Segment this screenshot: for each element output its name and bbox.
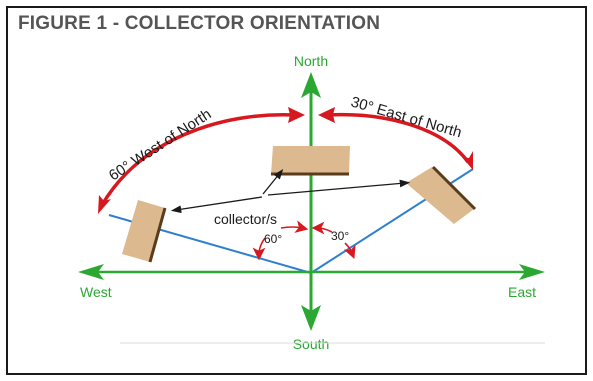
east-of-north-arc: [327, 112, 470, 164]
west-arc-head-north: [288, 107, 305, 123]
angle-60-arc-right: [280, 220, 309, 233]
collector-west: [122, 200, 167, 263]
figure-title: FIGURE 1 - COLLECTOR ORIENTATION: [18, 13, 381, 34]
compass-horizontal-axis: [78, 264, 545, 280]
figure-frame: [6, 6, 587, 375]
west-label: West: [80, 284, 112, 300]
east-arc-head-collector: [462, 151, 473, 170]
north-label: North: [294, 53, 328, 69]
west-arc-head-collector: [98, 195, 111, 214]
angle-30-arc-left: [311, 221, 333, 235]
angle-30-arc-down: [343, 242, 356, 259]
collector-east: [406, 165, 477, 224]
angle-30-label: 30°: [331, 229, 349, 243]
angle-60-arc-down: [252, 237, 266, 261]
west-of-north-arc: [100, 113, 295, 206]
collector-north: [271, 146, 350, 176]
compass-vertical-axis: [301, 72, 321, 331]
pointer-west: [170, 196, 263, 214]
pointer-east: [267, 179, 411, 196]
east-arc-head-north: [318, 107, 335, 123]
angle-60-label: 60°: [264, 232, 282, 246]
collector-label: collector/s: [214, 211, 277, 227]
south-label: South: [293, 336, 330, 352]
pointer-north: [262, 168, 284, 195]
west-of-north-label: 60° West of North: [106, 106, 214, 185]
east-label: East: [508, 284, 536, 300]
